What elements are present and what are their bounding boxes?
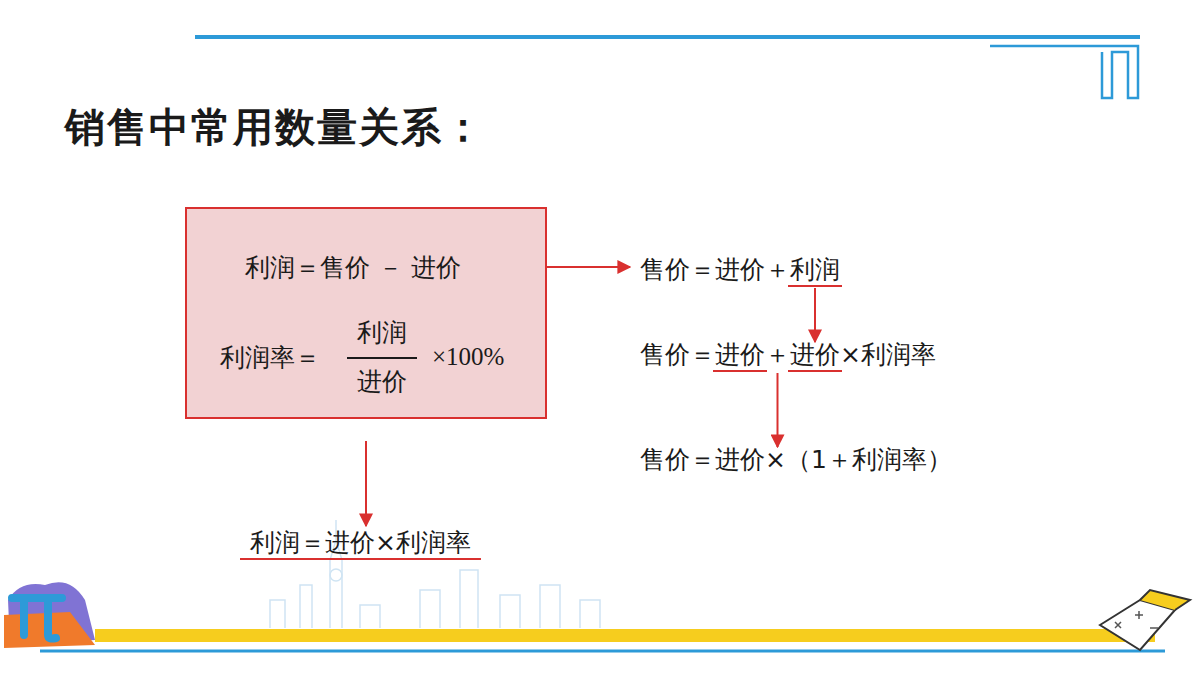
formula-line: 利润＝进价×利润率 — [250, 528, 471, 558]
formula-text: 售价＝进价＋ — [640, 255, 790, 284]
formula-box: 利润＝售价 － 进价利润率＝ 利润进价 ×100% — [185, 207, 547, 419]
underlined-term: 利润 — [790, 255, 840, 284]
arrow — [365, 441, 367, 526]
fraction-denominator: 进价 — [357, 365, 407, 398]
underlined-term: 进价 — [790, 340, 840, 369]
pi-icon — [4, 582, 95, 648]
fraction-numerator: 利润 — [357, 316, 407, 349]
book-icon — [1100, 590, 1190, 650]
underlined-term: 利润＝进价×利润率 — [250, 528, 471, 557]
formula-text: ×利润率 — [840, 340, 936, 369]
slide-title: 销售中常用数量关系： — [65, 100, 485, 155]
formula-line: 售价＝进价×（1＋利润率） — [640, 445, 952, 475]
bottom-rule — [40, 650, 1165, 653]
underline — [240, 558, 481, 560]
arrow — [777, 373, 779, 447]
percent-factor: ×100% — [432, 343, 504, 371]
profit-formula: 利润＝售价 － 进价 — [245, 251, 461, 284]
formula-line: 售价＝进价＋利润 — [640, 255, 840, 285]
corner-ornament — [990, 46, 1138, 98]
arrow — [814, 288, 816, 342]
underlined-term: 进价 — [715, 340, 765, 369]
rate-lhs: 利润率＝ — [220, 341, 320, 374]
formula-line: 售价＝进价＋进价×利润率 — [640, 340, 936, 370]
underline — [713, 370, 767, 372]
top-rule — [195, 35, 1140, 39]
formula-text: 售价＝进价×（1＋利润率） — [640, 445, 952, 474]
underline — [788, 370, 842, 372]
formula-text: ＋ — [765, 340, 790, 369]
bottom-band — [95, 629, 1155, 642]
underline — [788, 285, 842, 287]
fraction-bar — [347, 357, 417, 359]
formula-text: 售价＝ — [640, 340, 715, 369]
